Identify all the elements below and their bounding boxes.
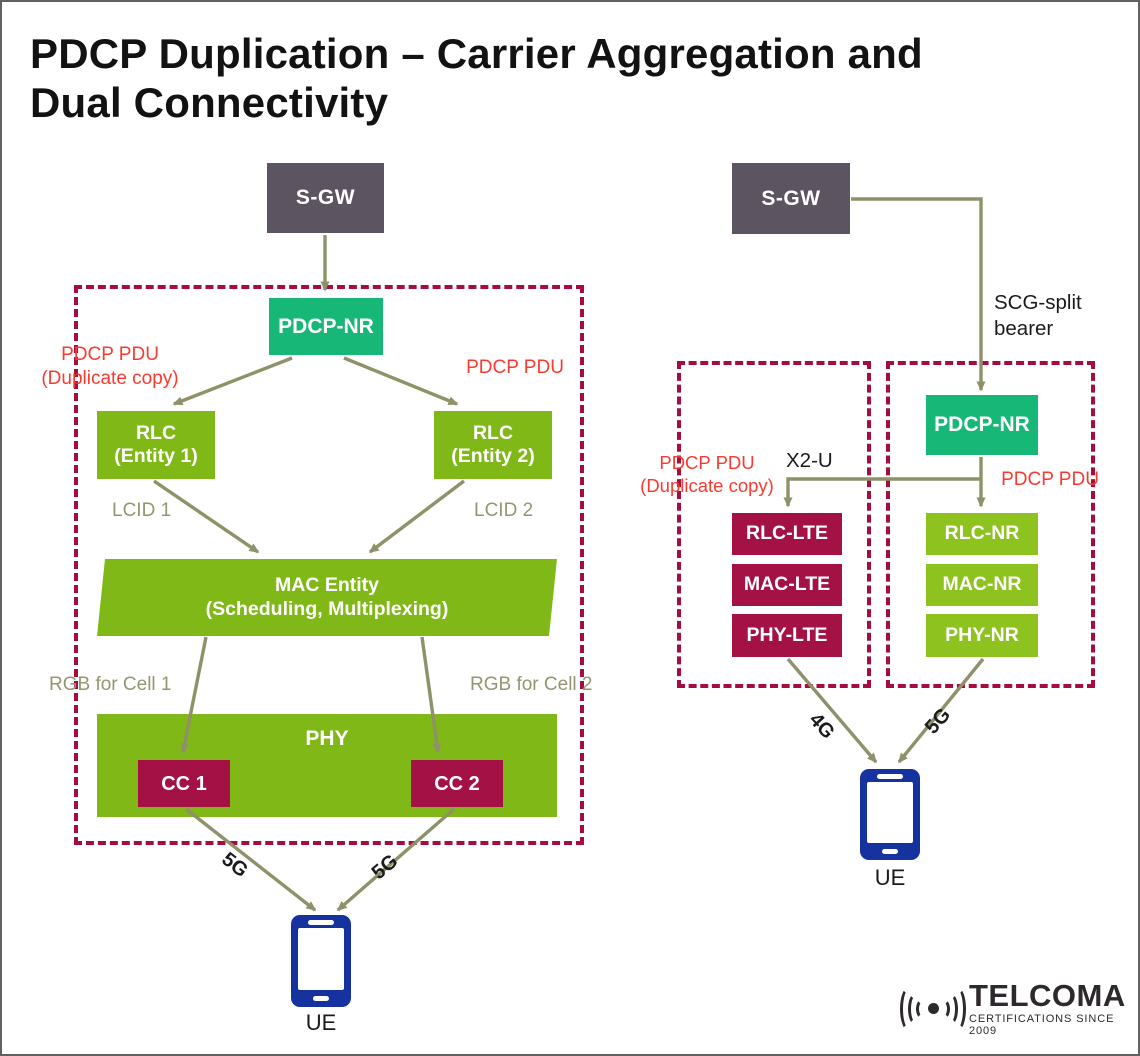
g5-label-right: 5G <box>920 703 956 739</box>
phone-screen <box>867 782 913 843</box>
rlc-lte-box: RLC-LTE <box>732 513 842 555</box>
cc2-box: CC 2 <box>411 760 503 807</box>
lcid2-label: LCID 2 <box>474 500 534 521</box>
rlc-entity1-box: RLC (Entity 1) <box>97 411 215 479</box>
pdcp-pdu-label-right: PDCP PDU <box>1001 469 1099 490</box>
signal-dot <box>927 1003 939 1014</box>
rgb-cell1-label: RGB for Cell 1 <box>49 674 172 695</box>
scg-split-bearer-label: SCG-split bearer <box>994 291 1082 340</box>
pdcp-pdu-label-left: PDCP PDU <box>466 357 564 378</box>
phone-speaker-bar <box>308 920 334 925</box>
mac-entity-box: MAC Entity (Scheduling, Multiplexing) <box>97 559 557 636</box>
lcid1-label: LCID 1 <box>112 500 172 521</box>
mac-lte-box: MAC-LTE <box>732 564 842 606</box>
lte-stack-dashed-boundary <box>677 361 871 688</box>
phy-lte-box: PHY-LTE <box>732 614 842 657</box>
signal-arc <box>949 986 966 1031</box>
nr-stack-dashed-boundary <box>886 361 1095 688</box>
pdcp-pdu-duplicate-label-left: PDCP PDU (Duplicate copy) <box>41 344 179 389</box>
phone-speaker-bar <box>877 774 903 779</box>
g5-label-left-cell1: 5G <box>217 848 252 882</box>
rlc-nr-box: RLC-NR <box>926 513 1038 555</box>
sgw-box-right: S-GW <box>732 163 850 234</box>
logo-brand-name: TELCOMA <box>968 978 1126 1013</box>
g4-label-right: 4G <box>804 708 839 744</box>
phy-nr-box: PHY-NR <box>926 614 1038 657</box>
phone-home-bar <box>882 849 898 854</box>
ue-phone-icon-left <box>291 915 351 1007</box>
phone-home-bar <box>313 996 329 1001</box>
signal-arc <box>900 986 917 1031</box>
ue-phone-icon-right <box>860 769 920 860</box>
logo-tagline: CERTIFICATIONS SINCE 2009 <box>968 1013 1115 1037</box>
telcoma-logo: TELCOMA CERTIFICATIONS SINCE 2009 <box>900 980 1138 1037</box>
pdcp-nr-box-right: PDCP-NR <box>926 395 1038 455</box>
mac-nr-box: MAC-NR <box>926 564 1038 606</box>
signal-arc <box>916 998 929 1019</box>
ue-label-left: UE <box>305 1010 337 1035</box>
signal-waves-icon <box>900 981 966 1037</box>
rlc-entity2-box: RLC (Entity 2) <box>434 411 552 479</box>
sgw-box-left: S-GW <box>267 163 384 233</box>
ue-label-right: UE <box>874 865 906 890</box>
x2u-label: X2-U <box>786 449 833 472</box>
phone-screen <box>298 928 344 990</box>
page-title: PDCP Duplication – Carrier Aggregation a… <box>30 30 923 126</box>
signal-arc <box>908 992 923 1025</box>
pdcp-pdu-duplicate-label-right: PDCP PDU (Duplicate copy) <box>640 452 774 497</box>
logo-text: TELCOMA CERTIFICATIONS SINCE 2009 <box>969 980 1138 1037</box>
rgb-cell2-label: RGB for Cell 2 <box>470 674 593 695</box>
pdcp-nr-box-left: PDCP-NR <box>269 298 383 355</box>
g5-label-left-cell2: 5G <box>367 850 403 885</box>
cc1-box: CC 1 <box>138 760 230 807</box>
